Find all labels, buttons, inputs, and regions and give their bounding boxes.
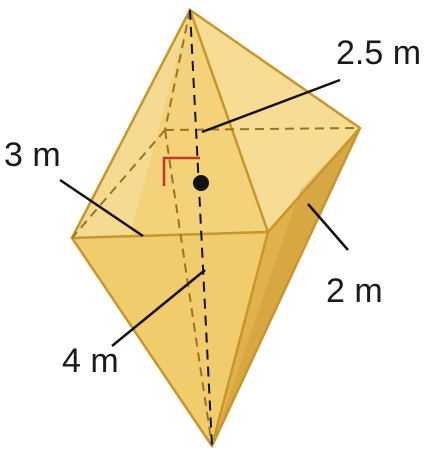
label-upper-height: 2.5 m — [336, 34, 421, 72]
edge-bottom-right — [210, 127, 362, 447]
hidden-base-left — [71, 129, 166, 239]
visible-edges — [70, 8, 362, 447]
leader-base-width — [307, 203, 349, 251]
altitude-line — [189, 9, 213, 447]
right-angle-mark — [162, 156, 200, 186]
leader-upper-height — [201, 78, 341, 134]
hidden-apex-back — [164, 9, 191, 131]
hidden-bottom-back — [164, 129, 213, 447]
pyramid-faces — [70, 7, 362, 449]
edge-base-right — [267, 127, 361, 233]
hidden-base-back — [164, 127, 361, 131]
label-base-width: 2 m — [326, 272, 383, 310]
leader-base-length — [59, 178, 144, 238]
leader-lower-height — [111, 269, 206, 347]
hidden-edges — [71, 9, 361, 447]
center-point — [193, 175, 209, 191]
edge-bottom-left — [70, 237, 214, 447]
edge-apex-right — [189, 8, 361, 130]
label-base-length: 3 m — [4, 136, 61, 174]
lower-left-face — [70, 230, 270, 449]
edge-base-front — [71, 230, 269, 240]
edge-bottom-front — [210, 231, 270, 447]
leader-lines — [59, 78, 349, 347]
label-lower-height: 4 m — [62, 342, 119, 380]
